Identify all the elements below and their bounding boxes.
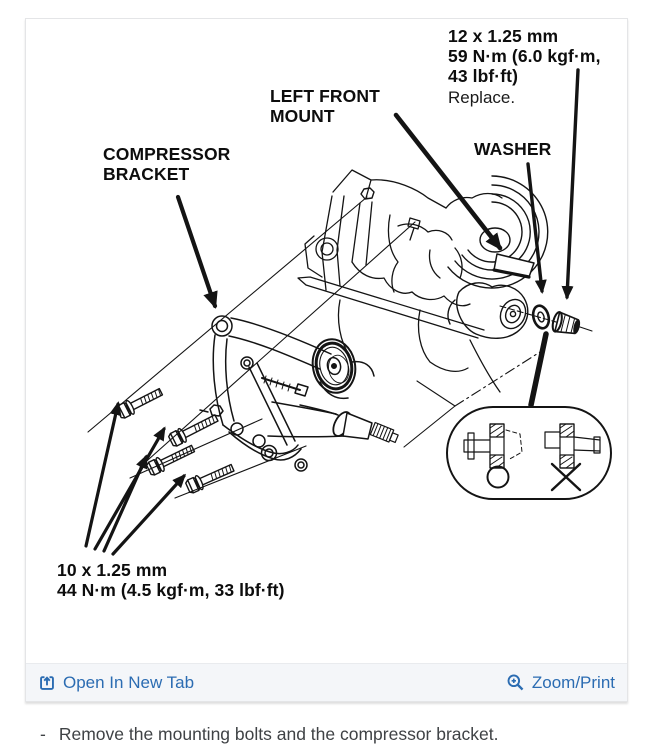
instruction-line: - Remove the mounting bolts and the comp… — [40, 724, 499, 745]
washer-label: WASHER — [474, 139, 552, 159]
instruction-bullet: - — [40, 724, 46, 744]
top-bolt-spec-label: 12 x 1.25 mm 59 N·m (6.0 kgf·m, 43 lbf·f… — [448, 26, 601, 86]
instruction-text: Remove the mounting bolts and the compre… — [58, 724, 499, 744]
magnifier-plus-icon — [506, 673, 525, 692]
compressor-bracket-label: COMPRESSOR BRACKET — [103, 144, 231, 184]
open-in-new-tab-icon — [38, 674, 56, 692]
open-in-new-tab-link[interactable]: Open In New Tab — [38, 673, 194, 693]
zoom-print-link[interactable]: Zoom/Print — [506, 673, 615, 693]
top-bolt-replace-note: Replace. — [448, 88, 516, 107]
open-in-new-tab-label: Open In New Tab — [63, 672, 195, 692]
zoom-print-label: Zoom/Print — [531, 672, 615, 692]
bottom-bolt-spec-label: 10 x 1.25 mm 44 N·m (4.5 kgf·m, 33 lbf·f… — [57, 560, 285, 600]
viewer-toolbar: Open In New Tab Zoom/Print — [26, 663, 627, 701]
left-front-mount-label: LEFT FRONT MOUNT — [270, 86, 380, 126]
